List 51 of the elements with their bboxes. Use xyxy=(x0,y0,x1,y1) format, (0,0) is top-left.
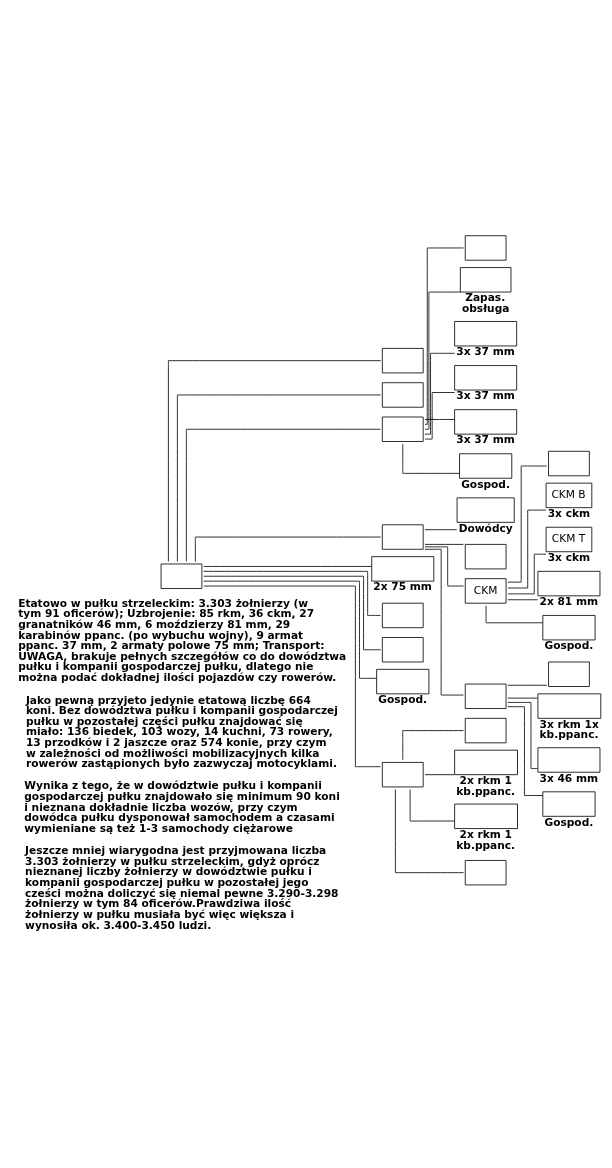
connector xyxy=(424,291,461,430)
node-label: Gospod. xyxy=(461,477,510,491)
connector xyxy=(424,548,464,696)
connector xyxy=(203,575,382,651)
connector xyxy=(176,394,381,562)
connector xyxy=(409,789,455,822)
connector xyxy=(485,605,544,624)
connector xyxy=(203,566,372,567)
label: Jeszcze mniej wiarygodna jest przyjmowana liczba 3.303 żołnierzy w pułku strzeleckim, gdyż oprócz nieznanej liczby żołnierzy w dowództwie pułku i kompanii gospodarczej pułku w pozostałej jego cześci można doliczyć się niemal pewne 3.290-3.298 żołnierzy w tym 84 oficerów.Prawdziwa ilość żołnierzy w pułku musiała być więc większa i wynosiła ok. 3.400-3.450 ludzi. xyxy=(25,844,339,932)
connector xyxy=(402,443,460,474)
connector xyxy=(424,546,464,587)
connector xyxy=(424,352,455,435)
connector xyxy=(507,706,544,796)
connector xyxy=(203,570,381,616)
node-label: Gospod. xyxy=(544,639,594,653)
node-label: Gospod. xyxy=(378,693,428,707)
node-label: Zapas. obsługa xyxy=(461,291,510,315)
label: Etatowo w pułku strzeleckim: 3.303 żołnierzy (w tym 91 oficerów); Uzbrojenie: 85 rkm, 36 ckm, 27 granatników 46 mm, 6 moździerzy 81 mm, 29 karabinów ppanc. (po wybuchu wojny), 9 armat ppanc. 37 mm, 2 armaty polowe 75 mm; Transport: UWAGA, brakuje pełnych szczegółów co do dowództwa pułku i kompanii gospodarczej pułku, dlatego nie można podać dokładnej ilości pojazdów czy rowerów. xyxy=(18,596,347,685)
connector xyxy=(424,529,458,531)
connector xyxy=(424,774,455,776)
connector xyxy=(424,419,455,420)
connector xyxy=(185,428,381,562)
node-label: 3x 46 mm xyxy=(539,771,599,785)
node-label: 2x 75 mm xyxy=(373,580,432,594)
connector xyxy=(507,509,547,589)
label: Wynika z tego, że w dowództwie pułku i kompanii gospodarczej pułku znajdowało się minimum 90 koni i nieznana dokładnie liczba wozów, przy czym dowódca pułku dysponował samochodem a czasami wymieniane są też 1-3 samochody ciężarowe xyxy=(24,779,340,835)
connector xyxy=(507,553,547,595)
node-label: 2x rkm 1 kb.ppanc. xyxy=(456,827,516,852)
connector xyxy=(168,360,382,562)
node-label: 3x 37 mm xyxy=(456,389,515,403)
connector xyxy=(507,465,548,583)
connector xyxy=(507,684,548,686)
connector xyxy=(402,730,464,761)
connector xyxy=(203,585,381,768)
node-label: Gospod. xyxy=(544,815,594,829)
connector xyxy=(507,702,538,769)
node-label: 2x 81 mm xyxy=(539,595,599,609)
node-label: 3x 37 mm xyxy=(456,433,515,447)
connector xyxy=(194,536,381,562)
label: Jako pewną przyjeto jedynie etatową liczbę 664 koni. Bez dowództwa pułku i kompanii gospodarczej pułku w pozostałej części pułku znajdować się miało: 136 biedek, 103 wozy, 14 kuchni, 73 rowery, 13 przodków i 2 jaszcze oraz 574 konie, przy czym w zależności od możliwości mobilizacyjnych kilka rowerów zastąpionych było zazwyczaj motocyklami. xyxy=(25,693,338,771)
node-label: Dowódcy xyxy=(458,521,513,535)
connector xyxy=(424,392,455,440)
connector xyxy=(424,544,464,545)
connector xyxy=(203,580,377,679)
node-label: 2x rkm 1 kb.ppanc. xyxy=(456,773,516,798)
connector xyxy=(424,247,464,425)
node-label: 3x ckm xyxy=(547,506,591,520)
connector xyxy=(395,789,464,874)
node-label: 3x rkm 1x kb.ppanc. xyxy=(539,717,599,742)
node-label: 3x 37 mm xyxy=(456,345,515,359)
node-label: 3x ckm xyxy=(547,551,591,565)
